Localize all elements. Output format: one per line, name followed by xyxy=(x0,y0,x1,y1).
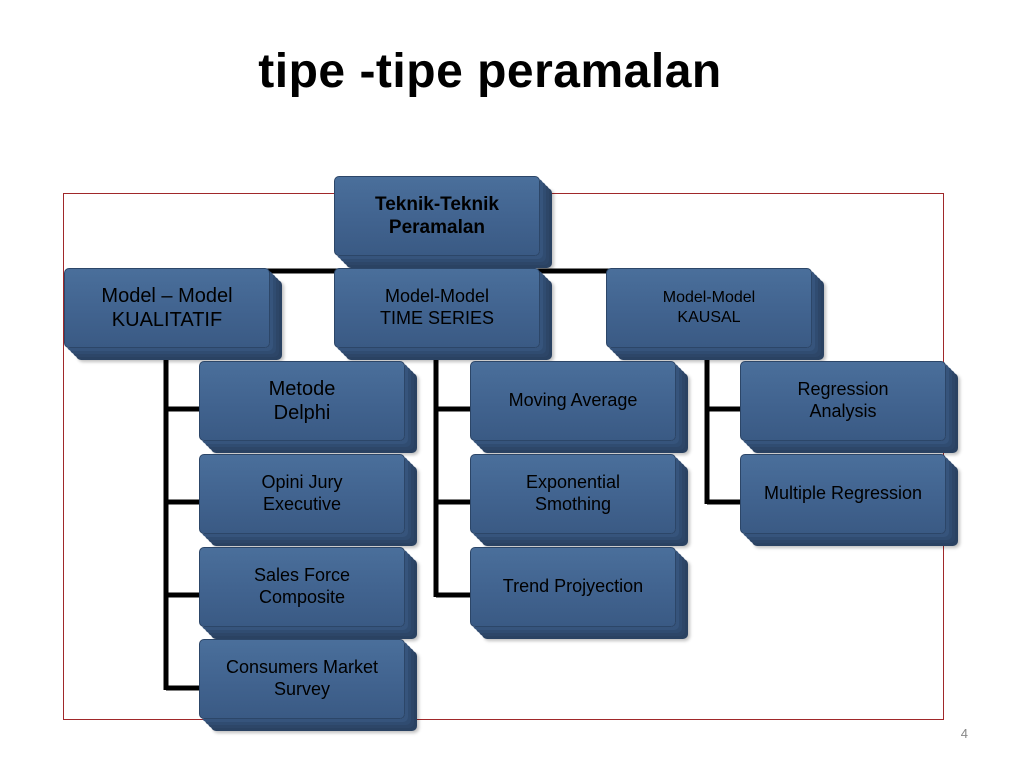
method-consumers-market: Consumers Market Survey xyxy=(199,639,405,719)
method-multiple-regression: Multiple Regression xyxy=(740,454,946,534)
category-causal: Model-Model KAUSAL xyxy=(606,268,812,348)
method-exponential-smoothing-line2: Smothing xyxy=(534,494,612,514)
method-delphi: Metode Delphi xyxy=(199,361,405,441)
method-consumers-market-line2: Survey xyxy=(273,679,330,699)
category-qualitative-line1: Model – Model xyxy=(101,284,233,307)
method-delphi-line1: Metode xyxy=(268,377,336,400)
method-delphi-line2: Delphi xyxy=(273,402,331,424)
category-time-series: Model-Model TIME SERIES xyxy=(334,268,540,348)
method-jury-executive: Opini Jury Executive xyxy=(199,454,405,534)
category-time-series-line1: Model-Model xyxy=(384,286,490,307)
method-consumers-market-line1: Consumers Market xyxy=(225,657,379,678)
slide-title: tipe -tipe peramalan xyxy=(258,45,722,98)
category-qualitative-line2: KUALITATIF xyxy=(111,309,223,331)
method-sales-force-line1: Sales Force xyxy=(253,565,351,586)
method-moving-average-line1: Moving Average xyxy=(508,390,638,411)
page-number: 4 xyxy=(960,726,968,741)
category-time-series-line2: TIME SERIES xyxy=(379,308,495,328)
method-multiple-regression-line1: Multiple Regression xyxy=(763,483,923,504)
method-trend-projection: Trend Projyection xyxy=(470,547,676,627)
root-node: Teknik-Teknik Peramalan xyxy=(334,176,540,256)
method-regression-analysis-line2: Analysis xyxy=(809,401,877,421)
root-node-line1: Teknik-Teknik xyxy=(375,193,499,215)
method-regression-analysis: Regression Analysis xyxy=(740,361,946,441)
category-causal-line1: Model-Model xyxy=(662,289,756,307)
method-exponential-smoothing: Exponential Smothing xyxy=(470,454,676,534)
method-sales-force: Sales Force Composite xyxy=(199,547,405,627)
method-jury-executive-line2: Executive xyxy=(262,494,342,514)
method-regression-analysis-line1: Regression xyxy=(797,379,889,400)
method-exponential-smoothing-line1: Exponential xyxy=(525,472,621,493)
method-moving-average: Moving Average xyxy=(470,361,676,441)
method-trend-projection-line1: Trend Projyection xyxy=(502,576,644,597)
category-qualitative: Model – Model KUALITATIF xyxy=(64,268,270,348)
method-jury-executive-line1: Opini Jury xyxy=(261,472,343,493)
root-node-line2: Peramalan xyxy=(388,217,486,238)
method-sales-force-line2: Composite xyxy=(258,587,346,607)
category-causal-line2: KAUSAL xyxy=(677,309,741,326)
